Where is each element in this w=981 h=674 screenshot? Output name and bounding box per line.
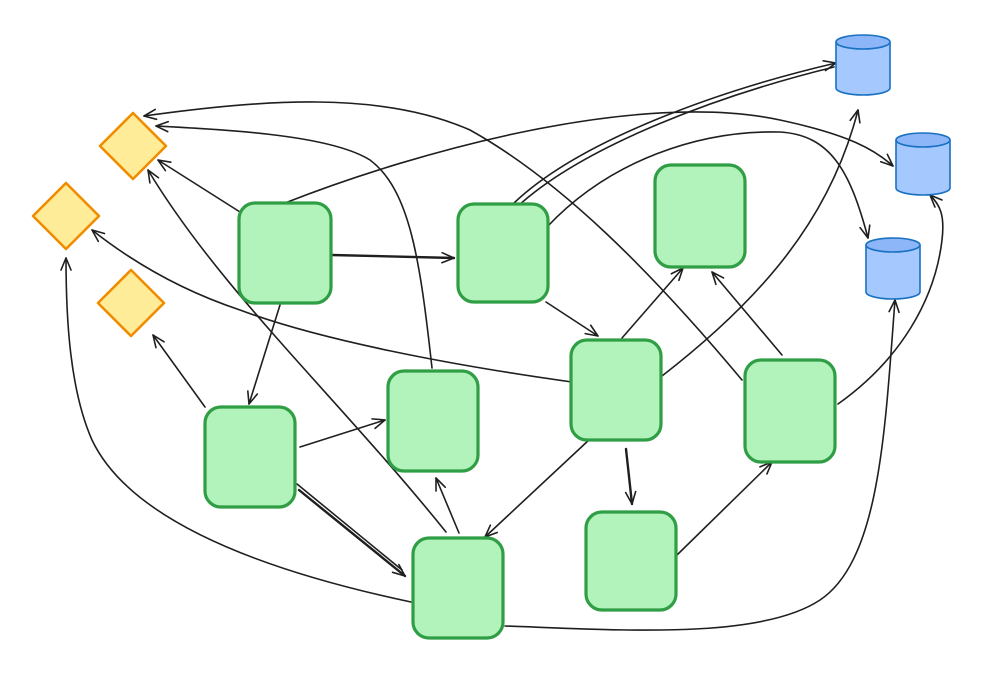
edge-p4-d2 (91, 229, 573, 383)
decision-node-1[interactable] (98, 111, 168, 181)
process-node-8[interactable] (743, 358, 837, 464)
edge-p5-p7 (297, 488, 407, 578)
decision-node-3[interactable] (96, 268, 166, 338)
process-node-9[interactable] (584, 510, 678, 612)
decision-nodes (31, 111, 168, 338)
edge-p1-p5 (247, 304, 281, 405)
edges (60, 60, 944, 631)
edge-p4-s1 (661, 109, 861, 377)
edge-p4-p7 (484, 438, 591, 538)
process-node-2[interactable] (456, 202, 550, 304)
store-node-1[interactable] (835, 34, 891, 96)
edge-p7-d2 (60, 257, 412, 603)
edge-p5-d3 (152, 334, 206, 408)
process-node-4[interactable] (569, 338, 663, 442)
edge-p5-p7b (296, 483, 403, 571)
edge-p2-p4 (545, 301, 599, 337)
decision-node-2[interactable] (31, 181, 101, 251)
process-nodes (203, 163, 837, 640)
edge-p4-p9 (624, 447, 637, 506)
edge-p2-s3 (546, 131, 871, 239)
edge-p1-d1 (157, 159, 241, 213)
edge-p7-s3 (504, 299, 900, 631)
process-node-6[interactable] (653, 163, 747, 269)
edge-p8-s2 (837, 194, 944, 405)
process-node-7[interactable] (411, 536, 505, 640)
store-nodes (835, 34, 951, 300)
process-node-5[interactable] (203, 405, 297, 509)
process-node-1[interactable] (237, 201, 333, 305)
edge-p8-d1 (143, 101, 743, 381)
process-node-3[interactable] (386, 369, 480, 473)
store-node-2[interactable] (895, 132, 951, 196)
edge-p3-d1 (155, 120, 433, 369)
edge-p9-p8 (676, 461, 773, 556)
edge-p8-p6 (711, 271, 783, 356)
edge-p7-p3 (435, 477, 460, 534)
store-node-3[interactable] (865, 237, 921, 300)
edge-p7-d1 (147, 169, 447, 533)
edge-p5-p3 (299, 418, 386, 448)
edge-p4-p6 (621, 267, 684, 339)
edge-p1-p2 (330, 251, 456, 264)
